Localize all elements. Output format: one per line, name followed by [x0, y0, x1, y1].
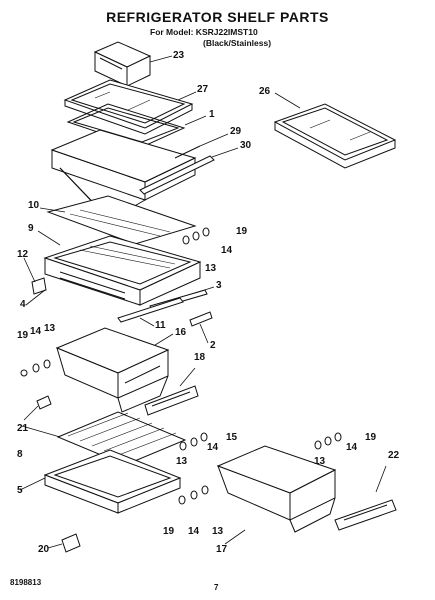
callout-11: 11 [155, 320, 166, 331]
callout-12: 12 [17, 249, 29, 260]
callout-19-c: 19 [365, 432, 377, 443]
hardware-screws [20, 227, 342, 505]
callout-2: 2 [210, 340, 216, 351]
callout-14-d: 14 [346, 442, 358, 453]
part-5-lower-frame [43, 449, 182, 514]
callout-1: 1 [209, 109, 215, 120]
callout-8: 8 [17, 449, 23, 460]
callout-9: 9 [28, 223, 34, 234]
callout-19-d: 19 [163, 526, 175, 537]
part-8-wire-shelf [56, 411, 187, 466]
model-variant: (Black/Stainless) [203, 38, 272, 48]
part-26-glass-shelf [273, 103, 397, 169]
callout-13-b: 13 [44, 323, 56, 334]
callout-leader-lines [19, 55, 387, 549]
callout-3: 3 [216, 280, 222, 291]
callout-20: 20 [38, 544, 50, 555]
part-30-rod [139, 155, 215, 195]
part-10-glass-panel [46, 195, 197, 245]
part-22-drawer-handle [334, 499, 397, 531]
callout-14-a: 14 [221, 245, 233, 256]
callout-29: 29 [230, 126, 242, 137]
callout-15: 15 [226, 432, 238, 443]
part-12-bracket [31, 277, 47, 295]
part-29-rod [174, 145, 201, 159]
callout-27: 27 [197, 84, 209, 95]
callout-22: 22 [388, 450, 400, 461]
callout-30: 30 [240, 140, 252, 151]
part-17-drawer [216, 445, 337, 533]
callout-13-d: 13 [314, 456, 326, 467]
part-21-clip [36, 395, 52, 410]
part-11-rod [117, 297, 184, 323]
callout-13-a: 13 [205, 263, 217, 274]
callout-10: 10 [28, 200, 40, 211]
callout-19-a: 19 [236, 226, 248, 237]
part-27-glass-shelf [63, 79, 194, 135]
callout-18: 18 [194, 352, 206, 363]
part-23-bin [93, 41, 152, 87]
part-2-clip [189, 311, 213, 327]
callout-17: 17 [216, 544, 228, 555]
callout-5: 5 [17, 485, 23, 496]
part-20-clip [61, 533, 81, 553]
callout-21: 21 [17, 423, 29, 434]
callout-23: 23 [173, 50, 185, 61]
part-18-drawer-handle [144, 385, 199, 416]
callout-13-e: 13 [212, 526, 224, 537]
part-9-crisper-frame [43, 235, 202, 306]
part-16-crisper-drawer [55, 327, 170, 413]
callout-26: 26 [259, 86, 271, 97]
document-number: 8198813 [10, 578, 42, 587]
callout-13-c: 13 [176, 456, 188, 467]
model-number: For Model: KSRJ22IMST10 [150, 27, 258, 37]
callout-14-b: 14 [30, 326, 42, 337]
callout-16: 16 [175, 327, 187, 338]
page-number: 7 [214, 583, 219, 592]
callout-4: 4 [20, 299, 26, 310]
page-title: REFRIGERATOR SHELF PARTS [106, 9, 329, 25]
callout-14-c: 14 [207, 442, 219, 453]
callout-14-e: 14 [188, 526, 200, 537]
callout-19-b: 19 [17, 330, 29, 341]
